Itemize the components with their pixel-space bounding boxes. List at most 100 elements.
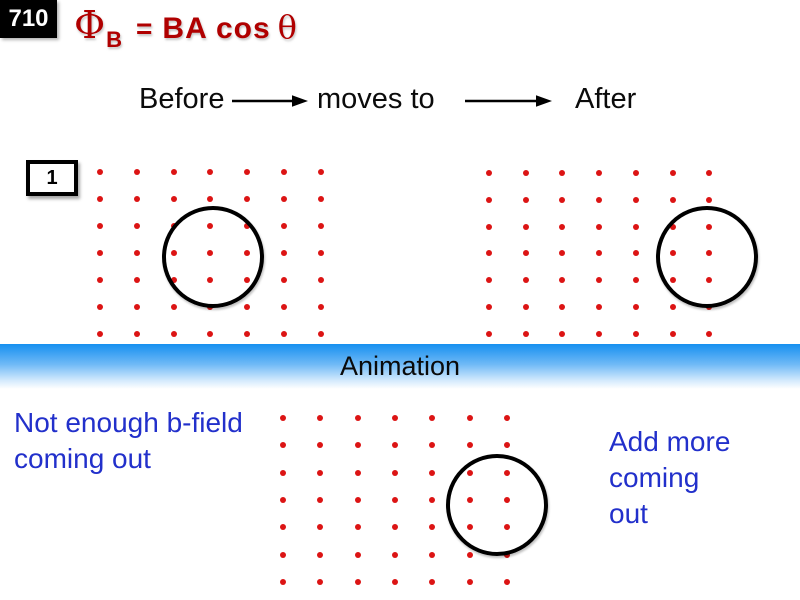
b-field-dot xyxy=(706,170,713,176)
b-field-dot xyxy=(280,524,286,531)
b-field-dot xyxy=(632,170,639,176)
b-field-dot xyxy=(97,277,103,283)
b-field-dot xyxy=(97,223,103,229)
b-field-dot xyxy=(354,578,361,585)
b-field-dot xyxy=(244,169,251,175)
b-field-dot xyxy=(669,196,676,203)
b-field-dot xyxy=(669,170,676,176)
b-field-dot xyxy=(97,196,103,202)
b-field-dot xyxy=(170,331,177,337)
b-field-dot xyxy=(244,196,251,202)
caption-line: Add more xyxy=(609,426,731,457)
b-field-dot xyxy=(97,250,103,256)
b-field-dot xyxy=(281,169,287,175)
b-field-dot xyxy=(133,196,140,202)
b-field-dot xyxy=(466,578,473,585)
b-field-dot xyxy=(429,551,436,558)
right-arrow-icon xyxy=(465,95,552,107)
b-field-dot xyxy=(596,170,603,176)
b-field-dot xyxy=(97,331,103,337)
b-field-dot xyxy=(133,331,140,337)
b-field-dot xyxy=(522,196,529,203)
b-field-dot xyxy=(522,330,529,337)
b-field-dot xyxy=(244,304,251,310)
b-field-dot xyxy=(522,304,529,310)
caption-line: out xyxy=(609,498,648,529)
animation-banner[interactable]: Animation xyxy=(0,344,800,389)
b-field-dot xyxy=(429,415,436,421)
b-field-dot xyxy=(354,415,361,421)
b-field-dot xyxy=(486,277,492,284)
b-field-dot xyxy=(317,415,324,421)
wire-loop-before xyxy=(162,206,264,308)
b-field-dot xyxy=(522,170,529,176)
b-field-dot xyxy=(503,578,510,585)
b-field-dot xyxy=(486,196,492,203)
b-field-dot xyxy=(280,415,286,421)
b-field-dot xyxy=(632,330,639,337)
animation-banner-label: Animation xyxy=(339,351,461,381)
b-field-dot xyxy=(559,250,566,257)
formula-body: BA cos xyxy=(162,12,271,45)
label-before: Before xyxy=(139,83,225,115)
b-field-dot xyxy=(317,169,324,175)
label-after: After xyxy=(575,83,637,115)
caption-not-enough: Not enough b-field coming out xyxy=(14,405,243,477)
caption-line: coming out xyxy=(14,443,151,474)
b-field-dot xyxy=(596,304,603,310)
b-field-dot xyxy=(280,578,286,585)
b-field-dot xyxy=(317,223,324,229)
b-field-dot xyxy=(466,415,473,421)
b-field-dot xyxy=(170,196,177,202)
b-field-dot xyxy=(354,496,361,503)
b-field-dot xyxy=(559,277,566,284)
b-field-dot xyxy=(559,196,566,203)
b-field-dot xyxy=(429,496,436,503)
b-field-dot xyxy=(503,415,510,421)
b-field-dot xyxy=(280,469,286,476)
b-field-dot xyxy=(354,524,361,531)
theta-symbol: θ xyxy=(277,8,297,46)
b-field-dot xyxy=(596,277,603,284)
b-field-dot xyxy=(391,524,398,531)
b-field-dot xyxy=(596,250,603,257)
b-field-dot xyxy=(632,277,639,284)
b-field-dot xyxy=(429,524,436,531)
b-field-dot xyxy=(317,442,324,449)
b-field-dot xyxy=(522,277,529,284)
caption-add-more: Add more coming out xyxy=(609,424,730,532)
b-field-dot xyxy=(486,250,492,257)
b-field-dot xyxy=(317,578,324,585)
b-field-dot xyxy=(207,169,214,175)
b-field-dot xyxy=(429,469,436,476)
b-field-dot xyxy=(391,551,398,558)
b-field-dot xyxy=(133,304,140,310)
b-field-dot xyxy=(170,169,177,175)
wire-loop-after xyxy=(656,206,758,308)
b-field-dot xyxy=(97,169,103,175)
b-field-dot xyxy=(281,223,287,229)
b-field-dot xyxy=(706,196,713,203)
b-field-dot xyxy=(466,442,473,449)
b-field-dot xyxy=(486,330,492,337)
b-field-dot xyxy=(706,330,713,337)
b-field-dot xyxy=(280,551,286,558)
b-field-dot xyxy=(280,496,286,503)
b-field-dot xyxy=(596,330,603,337)
b-field-dot xyxy=(317,469,324,476)
b-field-dot xyxy=(244,331,251,337)
b-field-dot xyxy=(317,331,324,337)
wire-loop-animation xyxy=(446,454,548,556)
label-moves-to: moves to xyxy=(317,83,435,115)
slide-number-badge: 710 xyxy=(0,0,57,38)
b-field-dot xyxy=(281,250,287,256)
b-field-dot xyxy=(486,304,492,310)
b-field-dot xyxy=(317,196,324,202)
caption-line: Not enough b-field xyxy=(14,407,243,438)
b-field-dot xyxy=(522,223,529,230)
b-field-dot xyxy=(429,578,436,585)
b-field-dot xyxy=(632,223,639,230)
b-field-dot xyxy=(391,578,398,585)
b-field-dot xyxy=(97,304,103,310)
